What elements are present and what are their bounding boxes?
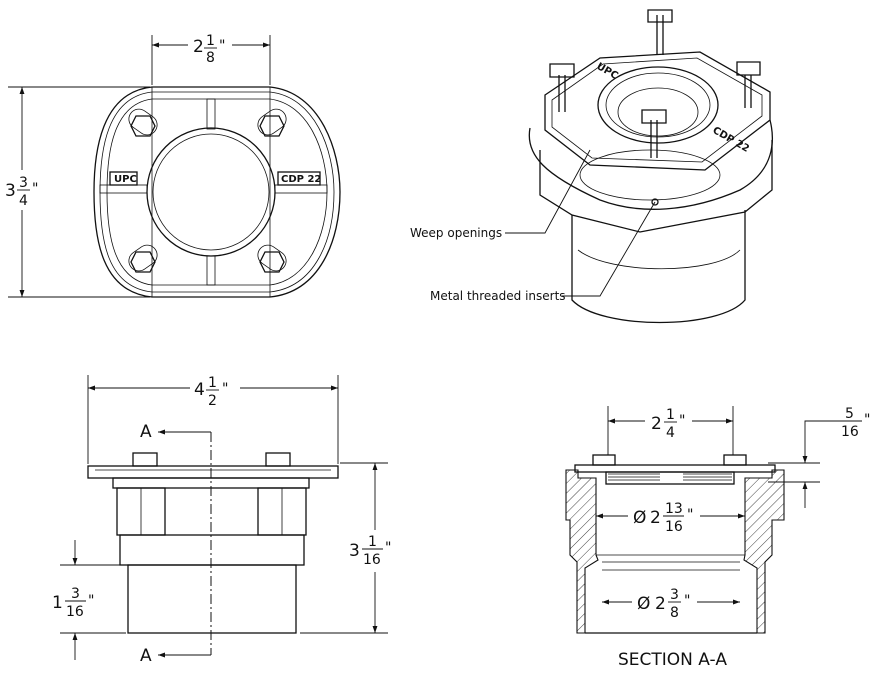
section-marker-bottom: A <box>140 646 152 666</box>
svg-text:1: 1 <box>666 407 675 423</box>
callout-weep-openings: Weep openings <box>410 226 502 240</box>
dimension-upper-diameter: Ø 2 13 16 " <box>596 501 745 535</box>
dimension-section-top: 2 1 4 " <box>607 406 734 455</box>
svg-text:": " <box>88 593 94 609</box>
dimension-lower-diameter: Ø 2 3 8 " <box>602 587 740 621</box>
svg-text:": " <box>219 38 225 54</box>
section-view: SECTION A-A 2 1 4 " 5 16 " Ø 2 <box>565 406 870 670</box>
bolt-slot <box>128 108 158 137</box>
svg-text:1: 1 <box>206 33 215 49</box>
svg-text:2: 2 <box>208 393 217 409</box>
svg-text:Ø: Ø <box>633 508 646 528</box>
svg-text:8: 8 <box>670 605 679 621</box>
svg-text:3: 3 <box>5 181 16 201</box>
svg-text:2: 2 <box>193 37 204 57</box>
svg-text:1: 1 <box>208 375 217 391</box>
front-view: A A 4 1 2 " 3 1 16 " <box>52 375 391 666</box>
svg-text:": " <box>687 507 693 523</box>
upc-tag <box>109 171 138 186</box>
bolt-slot <box>257 244 287 273</box>
svg-text:": " <box>684 593 690 609</box>
svg-text:16: 16 <box>665 519 683 535</box>
svg-text:3: 3 <box>349 541 360 561</box>
section-marker-top: A <box>140 422 152 442</box>
bolt-slot <box>128 244 158 273</box>
svg-text:": " <box>222 381 228 397</box>
svg-text:": " <box>385 540 391 556</box>
section-title: SECTION A-A <box>618 650 727 670</box>
svg-text:1: 1 <box>52 593 63 613</box>
svg-text:": " <box>679 413 685 429</box>
svg-text:2: 2 <box>650 508 661 528</box>
iso-bolt <box>641 109 667 158</box>
iso-bolt <box>647 9 673 55</box>
svg-text:4: 4 <box>194 380 205 400</box>
iso-bolt <box>549 63 575 112</box>
isometric-view: UPC CDP 22 Weep openings Metal threaded … <box>410 9 773 324</box>
svg-text:": " <box>32 181 38 197</box>
svg-text:2: 2 <box>651 414 662 434</box>
iso-bolt <box>736 61 761 108</box>
svg-text:4: 4 <box>19 193 28 209</box>
svg-text:8: 8 <box>206 50 215 66</box>
cdp-tag <box>277 171 321 186</box>
svg-text:Ø: Ø <box>637 594 650 614</box>
svg-text:16: 16 <box>66 604 84 620</box>
svg-text:16: 16 <box>363 552 381 568</box>
top-view: UPC CDP 22 2 1 8 " 3 3 4 " <box>5 33 341 298</box>
svg-text:2: 2 <box>655 594 666 614</box>
svg-text:1: 1 <box>368 534 377 550</box>
iso-upc-tag: UPC <box>595 61 620 82</box>
svg-text:3: 3 <box>71 586 80 602</box>
svg-text:3: 3 <box>19 175 28 191</box>
svg-text:13: 13 <box>665 501 683 517</box>
dimension-front-height: 3 1 16 " <box>300 462 391 634</box>
svg-text:4: 4 <box>666 425 675 441</box>
bolt-slot <box>257 108 287 137</box>
upc-tag-text: UPC <box>114 174 137 185</box>
dimension-front-width: 4 1 2 " <box>87 375 339 464</box>
dimension-front-lower: 1 3 16 " <box>52 540 126 660</box>
callout-metal-threaded-inserts: Metal threaded inserts <box>430 289 566 303</box>
dimension-top-height: 3 3 4 " <box>5 86 150 298</box>
cdp-tag-text: CDP 22 <box>281 174 321 185</box>
svg-text:3: 3 <box>670 587 679 603</box>
svg-text:": " <box>864 412 870 428</box>
svg-text:16: 16 <box>841 424 859 440</box>
svg-text:5: 5 <box>845 406 854 422</box>
dimension-top-width: 2 1 8 " <box>151 33 271 85</box>
dimension-flange-thickness: 5 16 " <box>768 406 870 508</box>
